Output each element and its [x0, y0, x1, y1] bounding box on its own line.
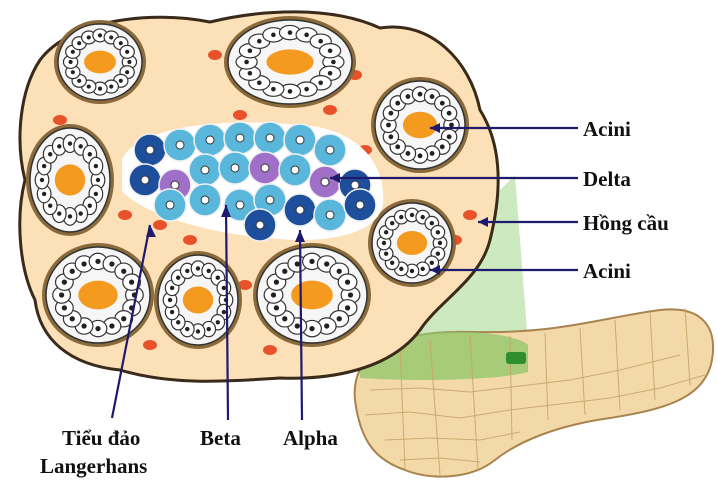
acinus-lumen [291, 281, 333, 310]
label-langerhans: Langerhans [40, 454, 147, 478]
acinus-lumen [84, 51, 116, 74]
label-delta: Delta [583, 167, 631, 191]
label-alpha: Alpha [283, 426, 338, 450]
acinus [26, 124, 114, 236]
acinus-lumen [266, 49, 313, 74]
acinus [371, 77, 469, 173]
acinus-lumen [183, 287, 213, 314]
label-acini-bottom: Acini [583, 259, 631, 283]
acinus [224, 16, 356, 108]
label-hong-cau: Hồng cầu [583, 211, 669, 235]
acinus-lumen [78, 281, 118, 310]
label-beta: Beta [200, 426, 241, 450]
acinus [154, 251, 242, 349]
label-tieu-dao: Tiểu đảo [62, 426, 140, 450]
acinus-lumen [403, 112, 437, 138]
acinus [54, 20, 146, 104]
acinus [253, 243, 371, 347]
acinus [368, 199, 456, 287]
label-acini-top: Acini [583, 117, 631, 141]
acinus-lumen [55, 164, 85, 195]
acinus-lumen [397, 231, 427, 255]
